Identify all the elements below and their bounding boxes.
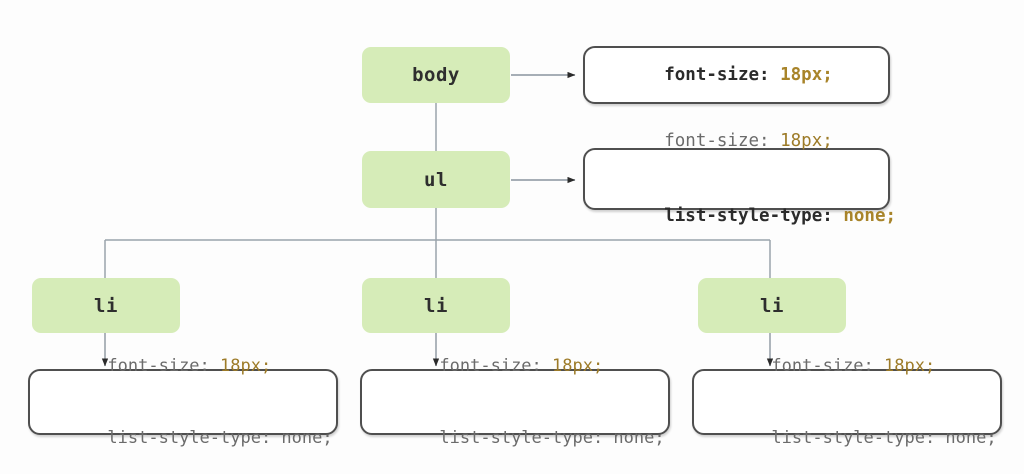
declaration-property: list-style-type: (664, 205, 833, 226)
declaration-value: 18px; (769, 64, 833, 85)
node-li-2[interactable]: li (362, 278, 510, 333)
declaration-property: font-size: (439, 355, 542, 376)
declaration-value: none; (832, 205, 897, 226)
declaration-value: 18px; (541, 355, 604, 376)
declaration-property: font-size: (771, 355, 874, 376)
declaration-property: font-size: (664, 64, 770, 85)
declaration-box-li-2: font-size: 18px; list-style-type: none; (360, 356, 670, 448)
declaration-property: list-style-type: (771, 428, 936, 449)
declaration-property: font-size: (664, 131, 770, 152)
declaration-box-ul: font-size: 18px; list-style-type: none; (583, 131, 896, 226)
declaration-value: none; (271, 428, 333, 449)
declaration-line: list-style-type: none; (710, 402, 996, 474)
declaration-property: list-style-type: (439, 428, 604, 449)
declaration-box-li-1: font-size: 18px; list-style-type: none; (28, 356, 338, 448)
declaration-line: font-size: 18px; (710, 330, 984, 402)
declaration-box-body: font-size: 18px; (583, 46, 890, 104)
inheritance-diagram: body ul li li li font-size: 18px; font-s… (28, 46, 1002, 448)
node-li-2-label: li (424, 294, 448, 317)
node-body[interactable]: body (362, 47, 510, 103)
node-ul-label: ul (424, 168, 448, 191)
node-li-1-label: li (94, 294, 118, 317)
declaration-line: list-style-type: none; (601, 179, 896, 254)
node-li-3-label: li (760, 294, 784, 317)
declaration-line: font-size: 18px; (46, 330, 320, 402)
node-ul[interactable]: ul (362, 151, 510, 208)
node-li-3[interactable]: li (698, 278, 846, 333)
declaration-line: font-size: 18px; (601, 38, 872, 113)
declaration-property: font-size: (107, 355, 210, 376)
declaration-line: font-size: 18px; (601, 104, 872, 179)
node-li-1[interactable]: li (32, 278, 180, 333)
declaration-value: none; (603, 428, 665, 449)
declaration-value: none; (935, 428, 997, 449)
node-body-label: body (412, 64, 460, 86)
declaration-box-li-3: font-size: 18px; list-style-type: none; (692, 356, 1002, 448)
declaration-line: font-size: 18px; (378, 330, 652, 402)
declaration-line: list-style-type: none; (46, 402, 332, 474)
declaration-property: list-style-type: (107, 428, 272, 449)
declaration-value: 18px; (769, 131, 833, 152)
declaration-line: list-style-type: none; (378, 402, 664, 474)
declaration-value: 18px; (873, 355, 936, 376)
declaration-value: 18px; (209, 355, 272, 376)
